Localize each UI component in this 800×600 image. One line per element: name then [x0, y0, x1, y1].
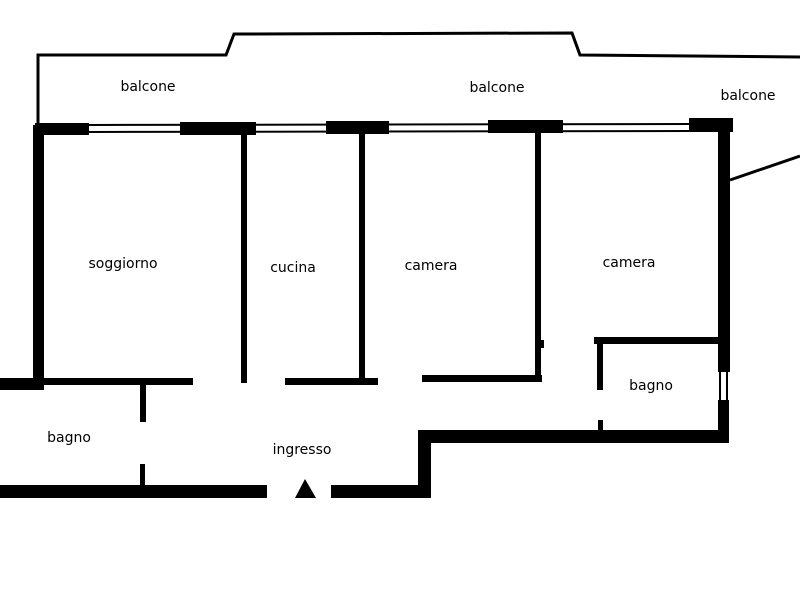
label-bagno-right: bagno — [629, 378, 673, 394]
left-wall — [33, 125, 44, 390]
right-wall — [718, 128, 730, 372]
wall-bagno-right-top — [594, 337, 720, 344]
wall-bagno-left-1 — [140, 382, 146, 422]
wall-lower-v — [418, 430, 431, 498]
wall-camera-camera — [535, 133, 541, 381]
wall-h1 — [44, 378, 193, 385]
wall-nub — [540, 340, 544, 348]
wall-h2 — [285, 378, 378, 385]
wall-cucina-camera — [359, 133, 365, 385]
wall-block — [180, 122, 256, 135]
label-balcone-right: balcone — [720, 88, 776, 104]
diagonal-wall — [729, 154, 800, 182]
label-soggiorno: soggiorno — [88, 256, 158, 272]
wall-block — [488, 120, 563, 133]
wall-bagno-left-2 — [140, 464, 145, 488]
wall-block — [326, 121, 389, 134]
wall-lower-h — [420, 430, 729, 443]
wall-bottom-right — [331, 485, 431, 498]
label-camera-2: camera — [602, 255, 656, 271]
label-cucina: cucina — [270, 260, 316, 276]
left-stub — [0, 378, 42, 390]
label-balcone-left: balcone — [120, 79, 176, 95]
wall-bottom-left — [0, 485, 267, 498]
walls — [0, 118, 733, 498]
balcony-outline — [36, 31, 800, 125]
label-bagno-left: bagno — [47, 430, 91, 446]
entrance-arrow-icon — [295, 479, 316, 498]
label-balcone-center: balcone — [469, 80, 525, 96]
wall-bagno-right-stub — [598, 420, 603, 432]
wall-block — [35, 123, 89, 135]
wall-bagno-right-side — [597, 340, 603, 390]
wall-h3 — [422, 375, 542, 382]
wall-soggiorno-cucina — [241, 133, 247, 383]
label-camera-1: camera — [404, 258, 458, 274]
right-wall-lower — [718, 400, 729, 442]
label-ingresso: ingresso — [272, 442, 332, 458]
